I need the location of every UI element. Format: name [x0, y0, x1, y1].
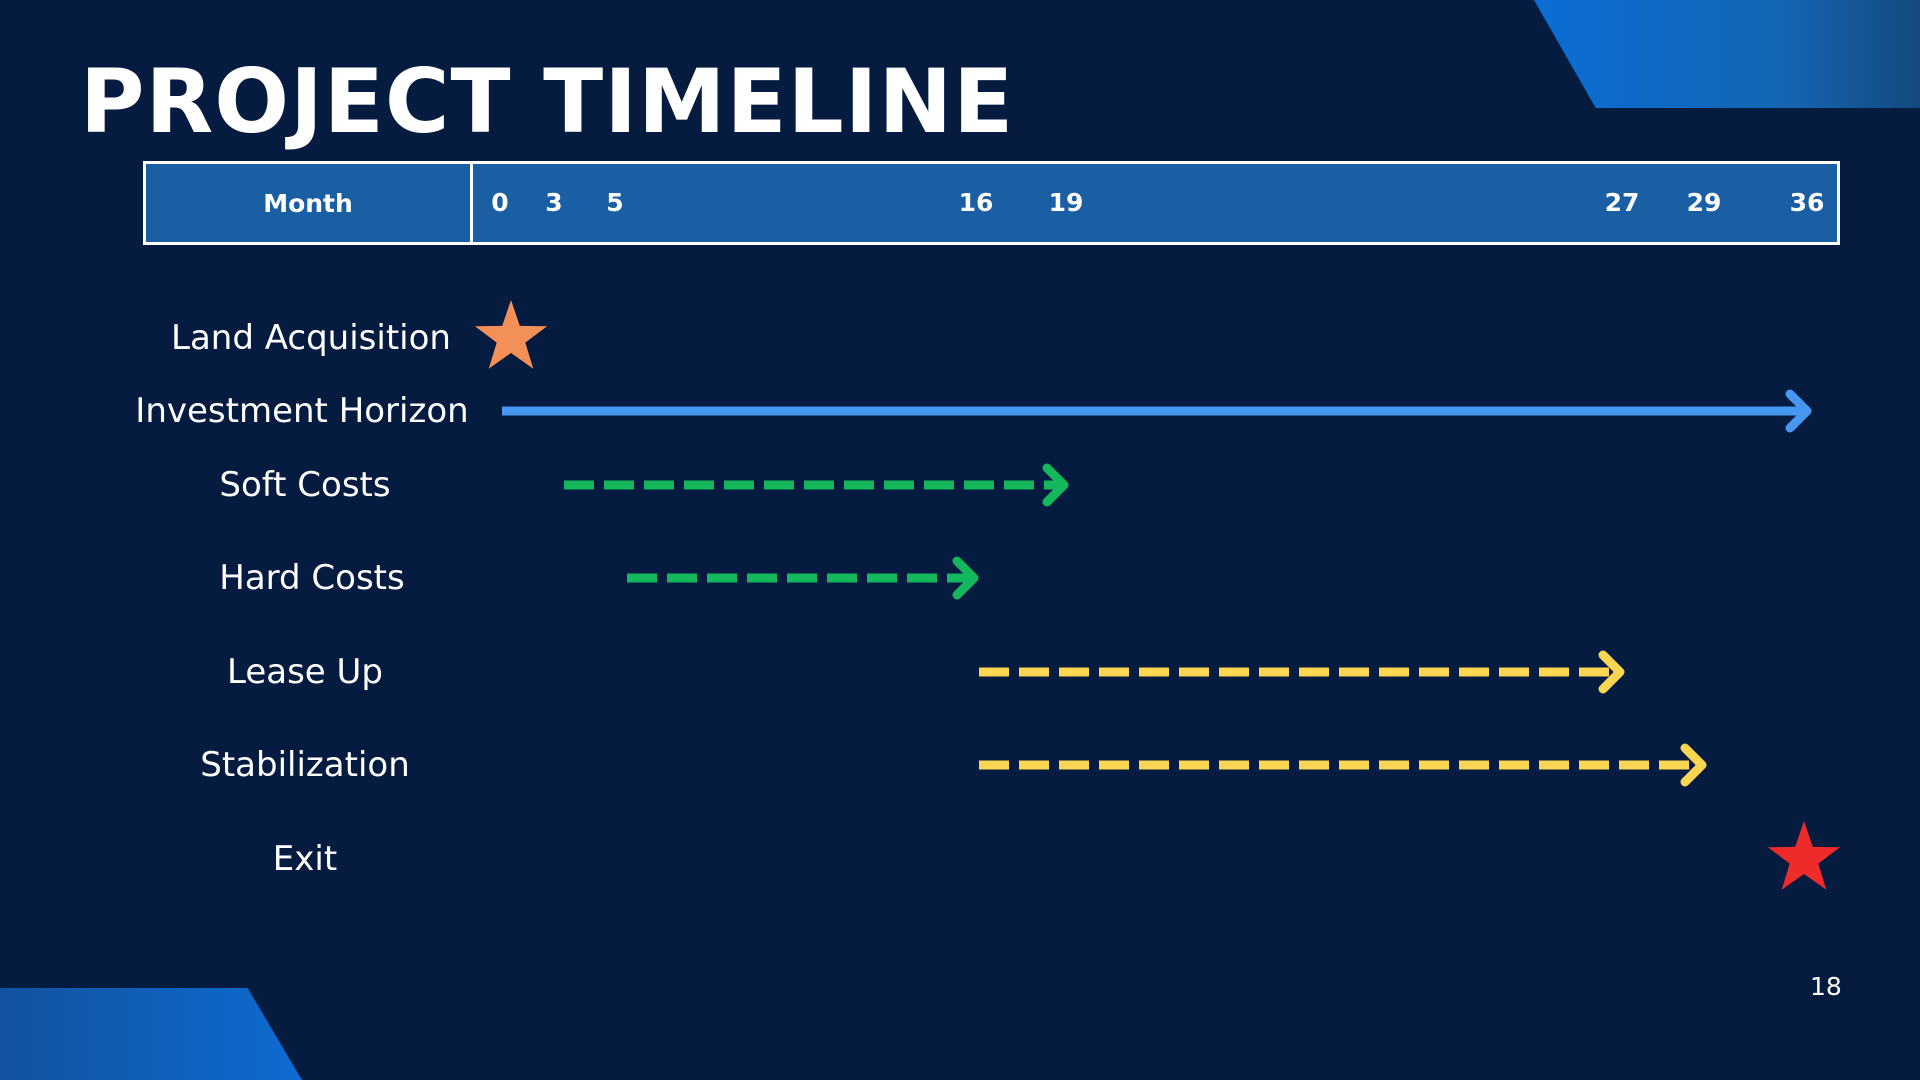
- corner-decoration-bottom-left: [0, 988, 302, 1080]
- page-title: PROJECT TIMELINE: [80, 50, 1015, 153]
- month-header-bar: Month 0 3 5 16 19 27 29 36: [143, 161, 1840, 245]
- month-tick: 36: [1789, 188, 1825, 217]
- row-label: Soft Costs: [219, 465, 391, 505]
- timeline-arrow: [564, 463, 1069, 507]
- arrow-head-icon: [1680, 743, 1707, 787]
- timeline-arrow: [979, 743, 1707, 787]
- month-tick: 16: [958, 188, 994, 217]
- row-label: Lease Up: [226, 652, 384, 692]
- timeline-arrow: [502, 389, 1812, 433]
- row-label: Stabilization: [200, 745, 410, 785]
- month-tick: 29: [1686, 188, 1722, 217]
- timeline-arrow: [979, 650, 1625, 694]
- star-icon: [474, 300, 548, 369]
- month-tick: 3: [545, 188, 563, 217]
- row-label: Hard Costs: [219, 558, 405, 598]
- arrow-head-icon: [952, 556, 979, 600]
- slide-number: 18: [1810, 972, 1842, 1001]
- row-label: Investment Horizon: [135, 391, 469, 431]
- arrow-head-icon: [1598, 650, 1625, 694]
- star-icon: [1767, 821, 1841, 890]
- arrow-head-icon: [1042, 463, 1069, 507]
- row-label: Exit: [272, 839, 338, 879]
- month-tick: 19: [1048, 188, 1084, 217]
- corner-decoration-top-right: [1534, 0, 1920, 108]
- row-label: Land Acquisition: [171, 318, 451, 358]
- month-tick: 0: [491, 188, 509, 217]
- month-tick: 27: [1604, 188, 1640, 217]
- month-label: Month: [146, 164, 473, 242]
- timeline-arrow: [627, 556, 979, 600]
- month-tick: 5: [606, 188, 624, 217]
- arrow-head-icon: [1785, 389, 1812, 433]
